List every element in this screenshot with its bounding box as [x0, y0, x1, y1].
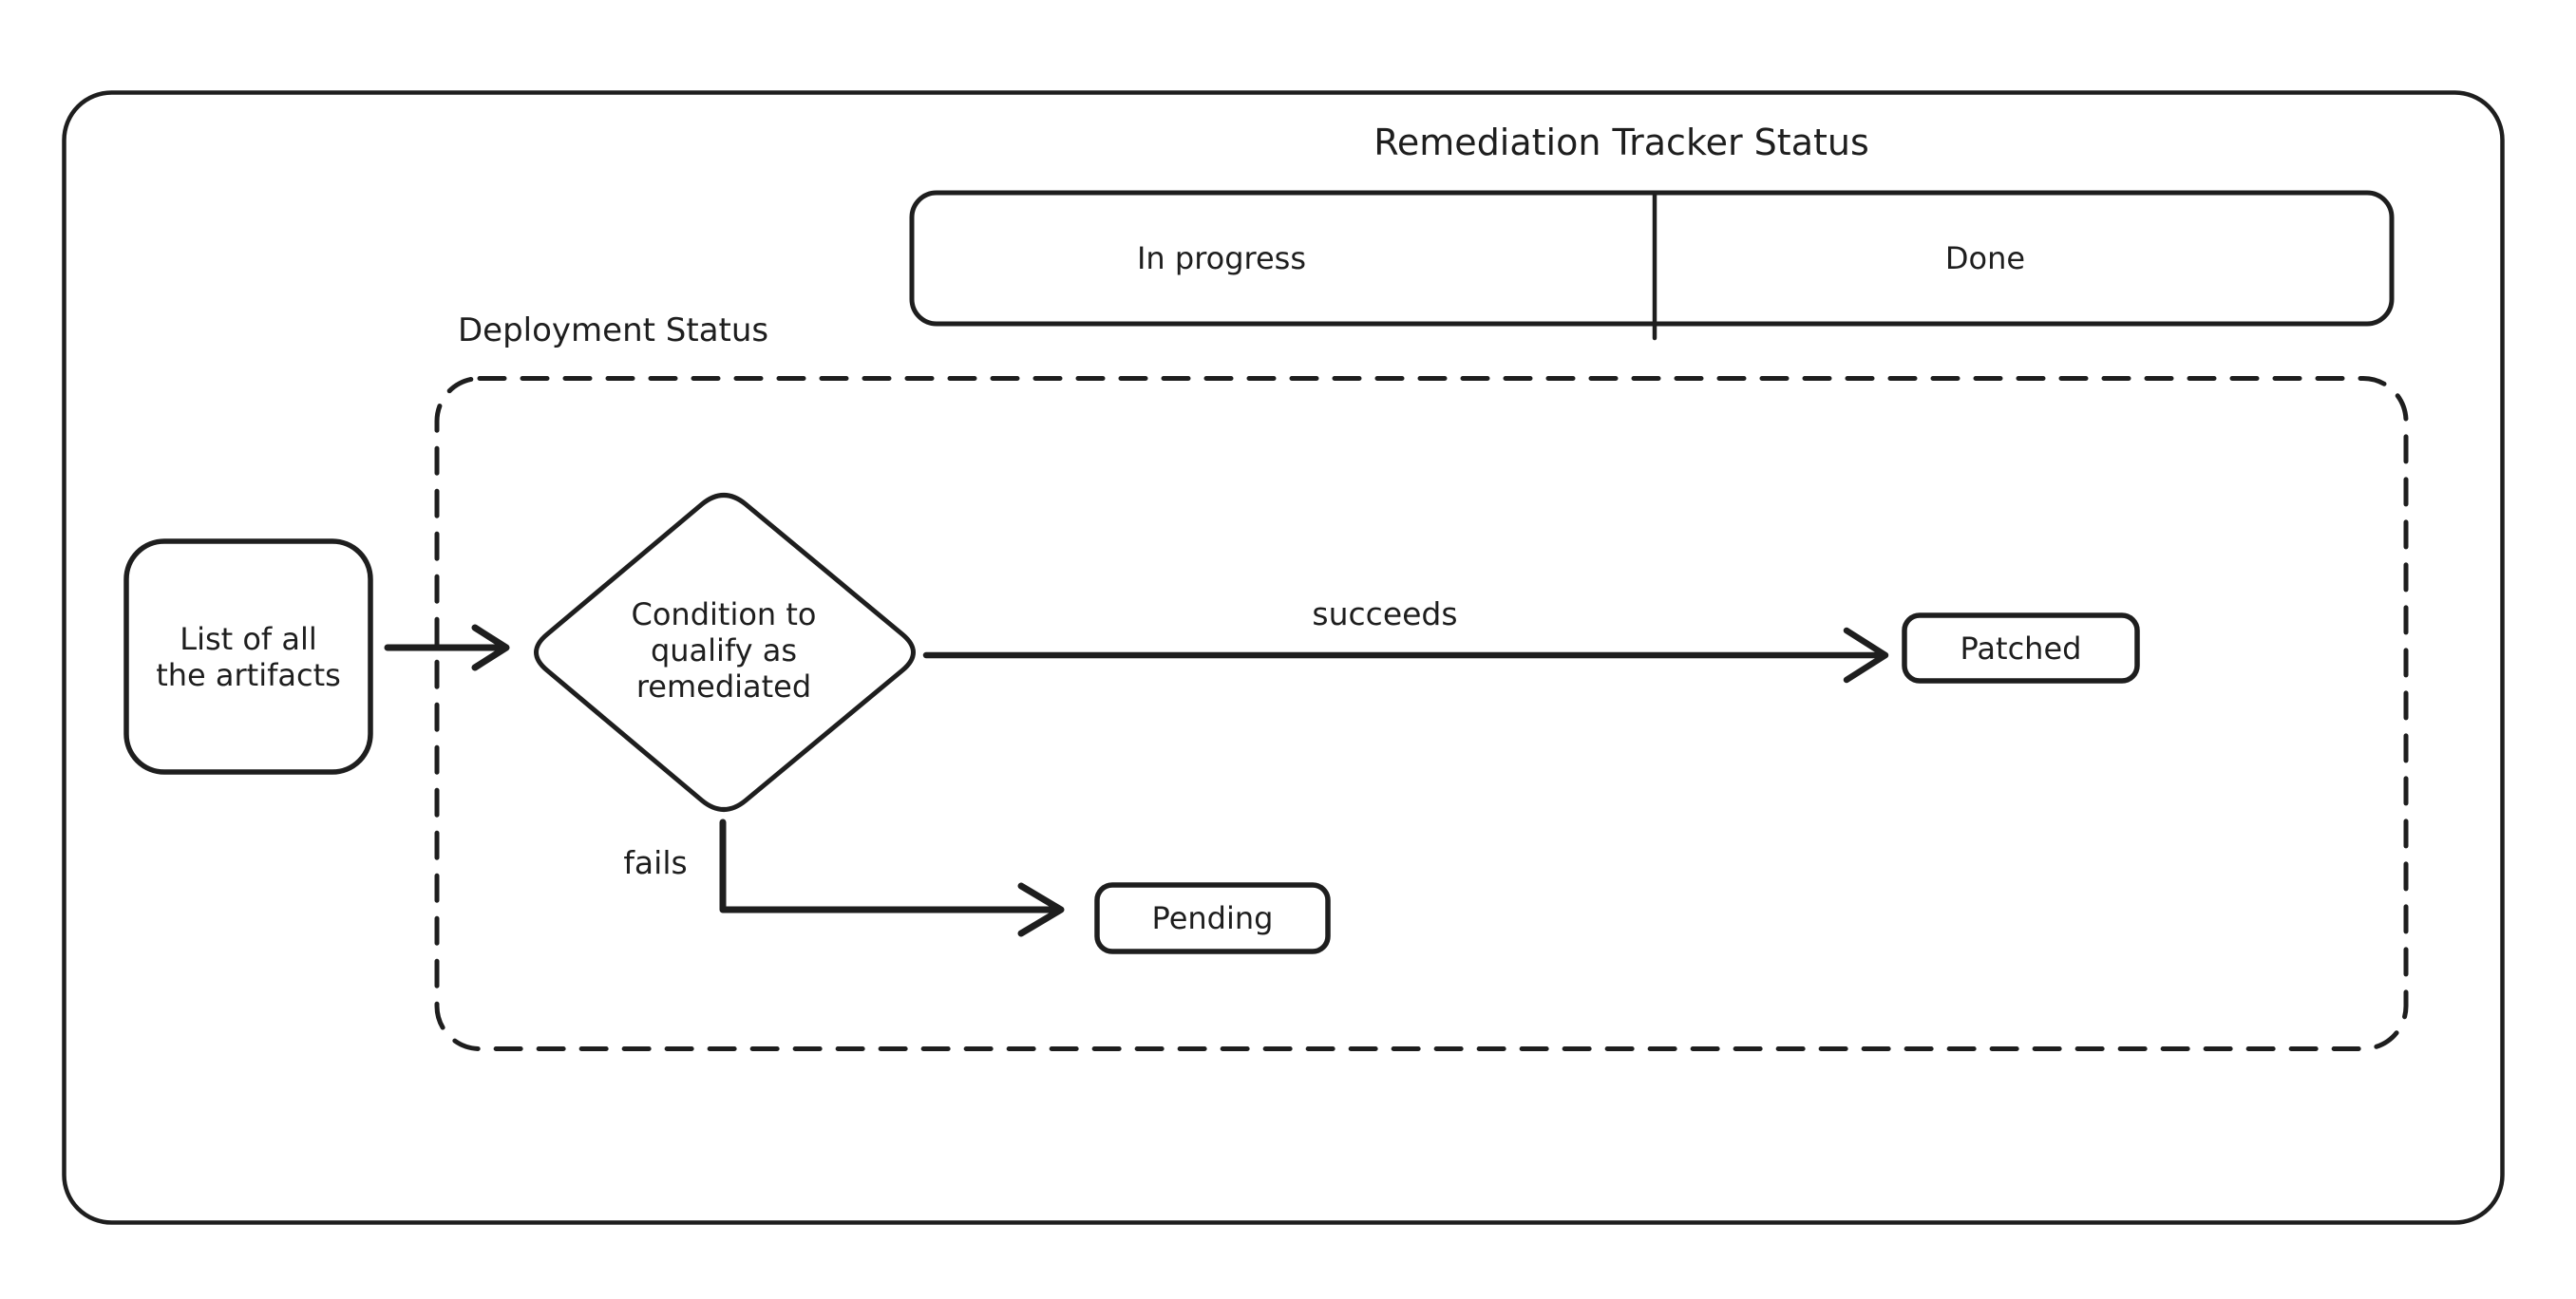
tracker-cell-in-progress: In progress: [1136, 239, 1307, 276]
arrow-artifacts-to-condition: [384, 624, 510, 671]
arrow-condition-to-pending: [719, 819, 1065, 937]
tracker-bar: [909, 190, 2395, 327]
deployment-status-container: [434, 376, 2409, 1051]
pending-node-label: Pending: [1151, 900, 1274, 936]
arrow-condition-to-patched: [922, 627, 1889, 684]
fails-label: fails: [623, 844, 688, 881]
pending-node: [1094, 882, 1331, 954]
diagram-title: Remediation Tracker Status: [1373, 122, 1869, 163]
deployment-status-label: Deployment Status: [458, 311, 769, 349]
artifacts-node-label: List of all the artifacts: [156, 620, 341, 693]
condition-diamond: [534, 493, 916, 812]
condition-diamond-label: Condition to qualify as remediated: [631, 596, 817, 705]
patched-node-label: Patched: [1960, 630, 2082, 667]
tracker-cell-done: Done: [1944, 239, 2026, 276]
canvas-frame: [62, 90, 2505, 1225]
patched-node: [1902, 612, 2140, 684]
artifacts-node: [123, 538, 373, 775]
succeeds-label: succeeds: [1312, 595, 1458, 632]
